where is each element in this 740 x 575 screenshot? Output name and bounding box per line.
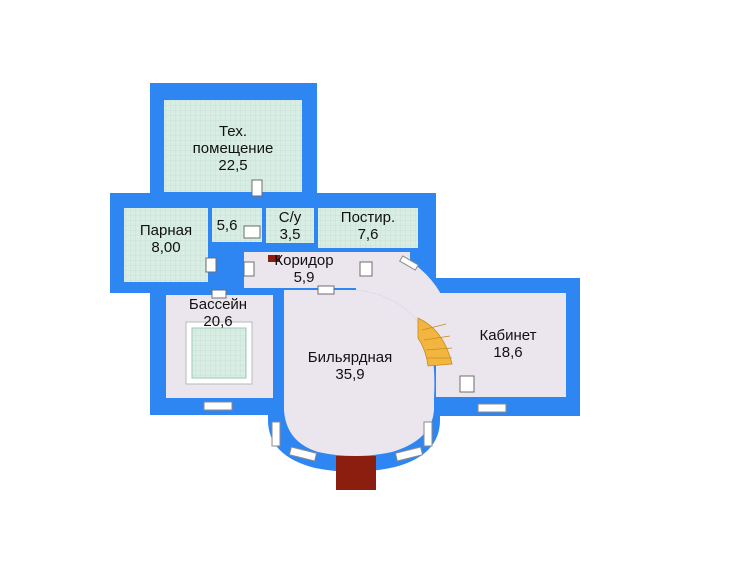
door-laundry <box>359 261 373 277</box>
room-area-pool: 20,6 <box>203 313 232 330</box>
door-billiard <box>317 285 335 295</box>
room-label-tech: Тех. <box>219 123 247 140</box>
room-area-corridor: 5,9 <box>294 269 315 286</box>
room-area-laundry: 7,6 <box>358 226 379 243</box>
door-pool <box>211 289 227 299</box>
room-label-tech-2: помещение <box>193 140 274 157</box>
room-label-steam: Парная <box>140 222 192 239</box>
door-cabinet <box>459 375 475 393</box>
pool-basin <box>185 321 253 385</box>
room-billiard <box>284 290 435 456</box>
stair-hall <box>356 252 444 360</box>
room-label-billiard: Бильярдная <box>308 349 392 366</box>
door-shower <box>243 225 261 239</box>
room-area-wc: 3,5 <box>280 226 301 243</box>
room-area-billiard: 35,9 <box>335 366 364 383</box>
room-label-cabinet: Кабинет <box>479 327 536 344</box>
doors <box>205 179 475 393</box>
room-tech <box>164 100 302 192</box>
door-tech <box>251 179 263 197</box>
heater <box>268 255 280 262</box>
room-area-shower: 5,6 <box>217 217 238 234</box>
door-corridor-left <box>243 261 255 277</box>
room-area-steam: 8,00 <box>151 239 180 256</box>
room-laundry <box>318 208 418 248</box>
labels: Тех. помещение 22,5 Парная 8,00 5,6 С/у … <box>140 123 537 383</box>
room-area-cabinet: 18,6 <box>493 344 522 361</box>
room-label-pool: Бассейн <box>189 296 247 313</box>
spiral-staircase <box>417 317 453 367</box>
room-steam <box>124 208 208 282</box>
windows <box>203 255 507 462</box>
room-label-wc: С/у <box>279 209 302 226</box>
room-label-laundry: Постир. <box>341 209 395 226</box>
room-area-tech: 22,5 <box>218 157 247 174</box>
room-cabinet <box>436 293 566 397</box>
room-label-corridor: Коридор <box>274 252 333 269</box>
room-wc <box>266 208 314 243</box>
door-steam <box>205 257 217 273</box>
fireplace <box>336 456 376 490</box>
